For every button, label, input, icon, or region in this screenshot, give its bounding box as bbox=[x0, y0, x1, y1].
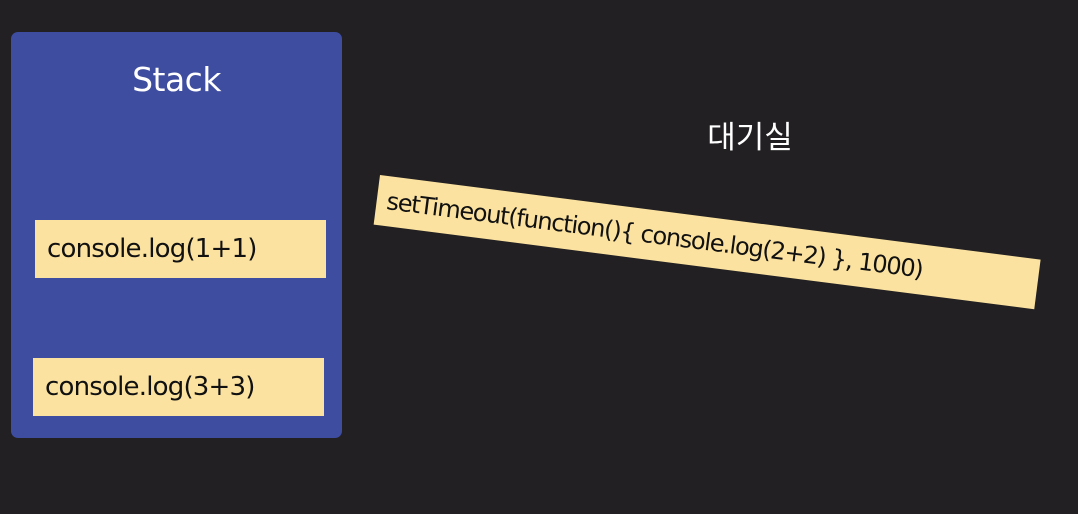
stack-item-console-log-2: console.log(3+3) bbox=[33, 358, 324, 416]
stack-panel: Stack console.log(1+1) console.log(3+3) bbox=[11, 32, 342, 438]
stack-item-console-log-1: console.log(1+1) bbox=[35, 220, 326, 278]
stack-title: Stack bbox=[132, 60, 221, 99]
waiting-room-title: 대기실 bbox=[707, 120, 793, 156]
waiting-item-settimeout: setTimeout(function(){ console.log(2+2) … bbox=[373, 175, 1041, 310]
